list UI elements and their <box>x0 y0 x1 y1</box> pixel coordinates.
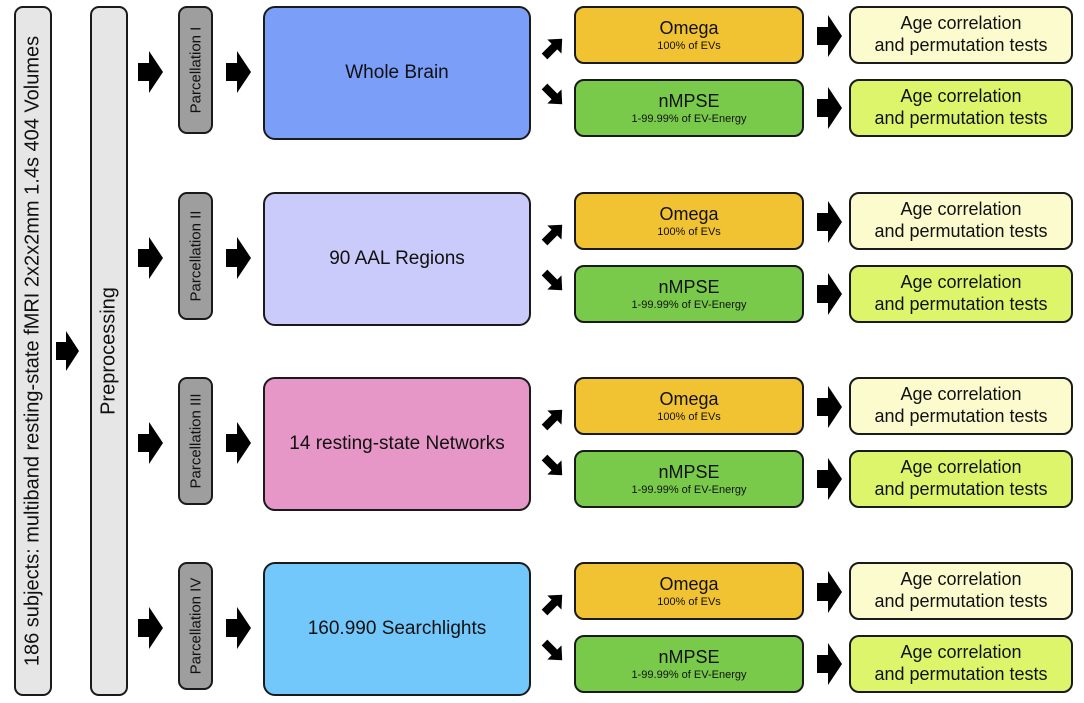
result-nmpse-box-4: Age correlation and permutation tests <box>849 635 1073 693</box>
region-1-label: Whole Brain <box>345 62 449 83</box>
subjects-bar: 186 subjects: multiband resting-state fM… <box>14 6 52 696</box>
result-nmpse-3-line1: Age correlation <box>900 457 1022 478</box>
result-omega-3-line2: and permutation tests <box>874 406 1048 426</box>
nmpse-2-title: nMPSE <box>658 276 720 297</box>
arrow-diagonal-up-icon <box>541 409 563 431</box>
nmpse-1-title: nMPSE <box>658 90 720 111</box>
arrow-right-icon <box>226 51 251 93</box>
result-nmpse-4-line2: and permutation tests <box>874 664 1048 684</box>
arrow-right-icon <box>817 201 842 243</box>
omega-box-3: Omega 100% of EVs <box>574 377 804 435</box>
result-omega-2-line1: Age correlation <box>900 199 1022 220</box>
arrow-diagonal-down-icon <box>541 639 563 661</box>
result-nmpse-1-line1: Age correlation <box>900 86 1022 107</box>
arrow-right-icon <box>817 643 842 685</box>
result-nmpse-box-1: Age correlation and permutation tests <box>849 79 1073 137</box>
nmpse-2-subtitle: 1-99.99% of EV-Energy <box>631 298 747 311</box>
arrow-right-icon <box>817 386 842 428</box>
result-omega-box-3: Age correlation and permutation tests <box>849 377 1073 435</box>
result-nmpse-2-line1: Age correlation <box>900 272 1022 293</box>
arrow-right-icon <box>817 571 842 613</box>
result-nmpse-box-3: Age correlation and permutation tests <box>849 450 1073 508</box>
region-box-4: 160.990 Searchlights <box>263 562 531 696</box>
arrow-diagonal-down-icon <box>541 269 563 291</box>
result-omega-2-line2: and permutation tests <box>874 221 1048 241</box>
result-omega-box-2: Age correlation and permutation tests <box>849 192 1073 250</box>
arrow-right-icon <box>138 51 163 93</box>
result-nmpse-box-2: Age correlation and permutation tests <box>849 265 1073 323</box>
region-2-label: 90 AAL Regions <box>329 248 465 269</box>
result-omega-4-line1: Age correlation <box>900 569 1022 590</box>
region-4-label: 160.990 Searchlights <box>307 618 487 639</box>
result-omega-box-4: Age correlation and permutation tests <box>849 562 1073 620</box>
omega-2-subtitle: 100% of EVs <box>657 225 721 238</box>
arrow-right-icon <box>138 237 163 279</box>
nmpse-3-subtitle: 1-99.99% of EV-Energy <box>631 483 747 496</box>
result-nmpse-1-line2: and permutation tests <box>874 108 1048 128</box>
omega-2-title: Omega <box>659 203 719 224</box>
omega-4-title: Omega <box>659 573 719 594</box>
nmpse-box-1: nMPSE 1-99.99% of EV-Energy <box>574 79 804 137</box>
result-omega-4-line2: and permutation tests <box>874 591 1048 611</box>
region-box-3: 14 resting-state Networks <box>263 377 531 511</box>
omega-1-subtitle: 100% of EVs <box>657 39 721 52</box>
parcellation-1-bar: Parcellation I <box>178 6 213 134</box>
result-nmpse-2-line2: and permutation tests <box>874 294 1048 314</box>
arrow-right-icon <box>138 607 163 649</box>
omega-box-1: Omega 100% of EVs <box>574 6 804 64</box>
result-omega-1-line2: and permutation tests <box>874 35 1048 55</box>
omega-4-subtitle: 100% of EVs <box>657 595 721 608</box>
nmpse-box-4: nMPSE 1-99.99% of EV-Energy <box>574 635 804 693</box>
result-omega-1-line1: Age correlation <box>900 13 1022 34</box>
nmpse-1-subtitle: 1-99.99% of EV-Energy <box>631 112 747 125</box>
nmpse-4-subtitle: 1-99.99% of EV-Energy <box>631 668 747 681</box>
nmpse-4-title: nMPSE <box>658 646 720 667</box>
region-box-1: Whole Brain <box>263 6 531 140</box>
omega-1-title: Omega <box>659 17 719 38</box>
arrow-right-icon <box>817 273 842 315</box>
result-nmpse-3-line2: and permutation tests <box>874 479 1048 499</box>
nmpse-box-2: nMPSE 1-99.99% of EV-Energy <box>574 265 804 323</box>
omega-3-subtitle: 100% of EVs <box>657 410 721 423</box>
result-omega-box-1: Age correlation and permutation tests <box>849 6 1073 64</box>
parcellation-2-bar: Parcellation II <box>178 192 213 320</box>
arrow-right-icon <box>817 15 842 57</box>
omega-box-2: Omega 100% of EVs <box>574 192 804 250</box>
arrow-right-icon <box>817 87 842 129</box>
omega-3-title: Omega <box>659 388 719 409</box>
region-box-2: 90 AAL Regions <box>263 192 531 326</box>
arrow-right-icon <box>226 607 251 649</box>
arrow-diagonal-up-icon <box>541 38 563 60</box>
nmpse-3-title: nMPSE <box>658 461 720 482</box>
arrow-right-icon <box>56 331 79 371</box>
parcellation-4-bar: Parcellation IV <box>178 562 213 690</box>
nmpse-box-3: nMPSE 1-99.99% of EV-Energy <box>574 450 804 508</box>
result-nmpse-4-line1: Age correlation <box>900 642 1022 663</box>
arrow-right-icon <box>138 422 163 464</box>
arrow-diagonal-down-icon <box>541 454 563 476</box>
arrow-diagonal-up-icon <box>541 224 563 246</box>
arrow-right-icon <box>226 237 251 279</box>
parcellation-3-bar: Parcellation III <box>178 377 213 505</box>
result-omega-3-line1: Age correlation <box>900 384 1022 405</box>
arrow-right-icon <box>226 422 251 464</box>
omega-box-4: Omega 100% of EVs <box>574 562 804 620</box>
arrow-diagonal-up-icon <box>541 594 563 616</box>
arrow-right-icon <box>817 458 842 500</box>
region-3-label: 14 resting-state Networks <box>289 433 505 454</box>
preprocessing-bar: Preprocessing <box>90 6 128 696</box>
arrow-diagonal-down-icon <box>541 83 563 105</box>
